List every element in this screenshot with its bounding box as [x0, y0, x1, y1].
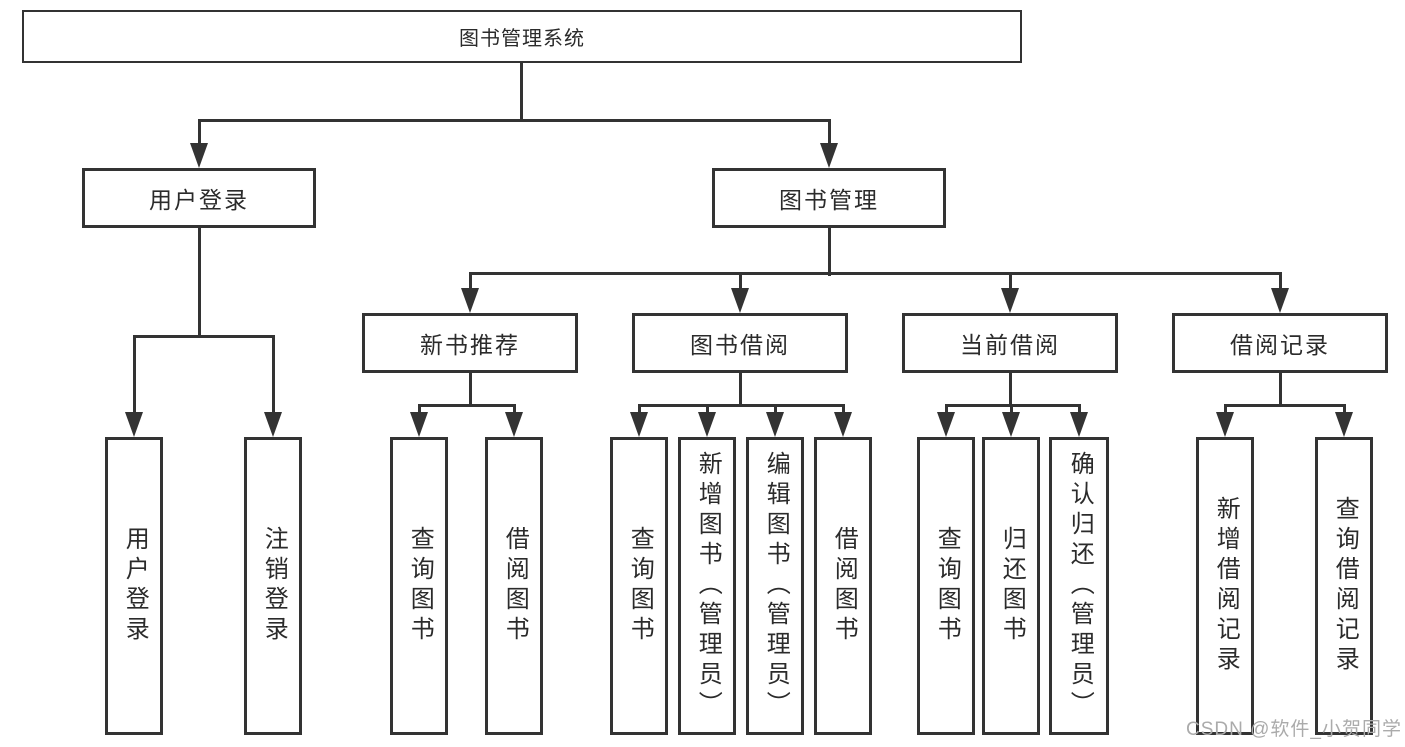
arrowhead-icon — [731, 288, 749, 313]
connector-stem — [945, 404, 948, 414]
arrowhead-icon — [1001, 288, 1019, 313]
connector-stem — [513, 404, 516, 414]
node-new-book-recommend-label: 新书推荐 — [420, 332, 520, 358]
arrowhead-icon — [505, 412, 523, 437]
arrowhead-icon — [410, 412, 428, 437]
node-current-borrowing: 当前借阅 — [902, 313, 1118, 373]
leaf-return-books: 归还图书 — [982, 437, 1040, 735]
arrowhead-icon — [698, 412, 716, 437]
arrowhead-icon — [937, 412, 955, 437]
leaf-confirm-return-admin: 确认归还（管理员） — [1049, 437, 1109, 735]
node-new-book-recommend: 新书推荐 — [362, 313, 578, 373]
connector-root-stem — [520, 63, 523, 119]
leaf-query-borrow-record-label: 查询借阅记录 — [1331, 496, 1359, 676]
connector-stem — [828, 228, 831, 276]
leaf-query-books-recommend-label: 查询图书 — [406, 526, 434, 646]
leaf-return-books-label: 归还图书 — [998, 526, 1026, 646]
node-library-system-label: 图书管理系统 — [459, 28, 585, 50]
arrowhead-icon — [1335, 412, 1353, 437]
arrowhead-icon — [766, 412, 784, 437]
node-book-borrowing: 图书借阅 — [632, 313, 848, 373]
arrowhead-icon — [834, 412, 852, 437]
connector-level2-bar — [198, 119, 831, 122]
node-book-management: 图书管理 — [712, 168, 946, 228]
arrowhead-icon — [1002, 412, 1020, 437]
connector-stem — [842, 404, 845, 414]
node-book-management-label: 图书管理 — [779, 187, 879, 213]
leaf-borrow-books: 借阅图书 — [814, 437, 872, 735]
connector-stem — [638, 404, 641, 414]
connector-stem — [198, 228, 201, 338]
arrowhead-icon — [125, 412, 143, 437]
connector-stem — [739, 272, 742, 290]
connector-user-login-bar — [133, 335, 275, 338]
leaf-user-login-label: 用户登录 — [121, 526, 149, 646]
connector-stem — [828, 119, 831, 149]
connector-stem — [1224, 404, 1227, 414]
node-book-borrowing-label: 图书借阅 — [690, 332, 790, 358]
leaf-logout: 注销登录 — [244, 437, 302, 735]
leaf-query-books-borrow: 查询图书 — [610, 437, 668, 735]
leaf-borrow-books-label: 借阅图书 — [830, 526, 858, 646]
connector-bar — [418, 404, 516, 407]
arrowhead-icon — [820, 143, 838, 168]
connector-stem — [198, 119, 201, 149]
leaf-logout-label: 注销登录 — [260, 526, 288, 646]
connector-stem — [1279, 272, 1282, 290]
leaf-add-books-admin-label: 新增图书（管理员） — [694, 451, 722, 721]
leaf-borrow-books-recommend: 借阅图书 — [485, 437, 543, 735]
arrowhead-icon — [264, 412, 282, 437]
connector-bar — [1224, 404, 1346, 407]
connector-stem — [774, 404, 777, 414]
leaf-edit-books-admin-label: 编辑图书（管理员） — [762, 451, 790, 721]
connector-stem — [469, 272, 472, 290]
arrowhead-icon — [630, 412, 648, 437]
connector-stem — [1009, 272, 1012, 290]
node-borrowing-records: 借阅记录 — [1172, 313, 1388, 373]
leaf-edit-books-admin: 编辑图书（管理员） — [746, 437, 804, 735]
leaf-add-borrow-record: 新增借阅记录 — [1196, 437, 1254, 735]
leaf-user-login: 用户登录 — [105, 437, 163, 735]
connector-stem — [739, 373, 742, 407]
connector-level3-bar — [469, 272, 1282, 275]
node-library-system: 图书管理系统 — [22, 10, 1022, 63]
connector-stem — [469, 373, 472, 407]
leaf-add-books-admin: 新增图书（管理员） — [678, 437, 736, 735]
leaf-add-borrow-record-label: 新增借阅记录 — [1212, 496, 1240, 676]
node-current-borrowing-label: 当前借阅 — [960, 332, 1060, 358]
arrowhead-icon — [1271, 288, 1289, 313]
leaf-query-books-borrow-label: 查询图书 — [626, 526, 654, 646]
connector-stem — [418, 404, 421, 414]
connector-stem — [1343, 404, 1346, 414]
connector-stem — [1010, 404, 1013, 414]
arrowhead-icon — [1216, 412, 1234, 437]
node-user-login: 用户登录 — [82, 168, 316, 228]
arrowhead-icon — [190, 143, 208, 168]
leaf-confirm-return-admin-label: 确认归还（管理员） — [1066, 451, 1094, 721]
watermark: CSDN @软件_小贺同学 — [1186, 719, 1402, 740]
connector-bar — [638, 404, 845, 407]
connector-stem — [706, 404, 709, 414]
leaf-query-books-current: 查询图书 — [917, 437, 975, 735]
connector-stem — [272, 335, 275, 413]
arrowhead-icon — [1070, 412, 1088, 437]
connector-stem — [1009, 373, 1012, 407]
connector-stem — [1279, 373, 1282, 407]
leaf-borrow-books-recommend-label: 借阅图书 — [501, 526, 529, 646]
leaf-query-borrow-record: 查询借阅记录 — [1315, 437, 1373, 735]
connector-stem — [133, 335, 136, 413]
arrowhead-icon — [461, 288, 479, 313]
leaf-query-books-current-label: 查询图书 — [933, 526, 961, 646]
node-borrowing-records-label: 借阅记录 — [1230, 332, 1330, 358]
node-user-login-label: 用户登录 — [149, 187, 249, 213]
connector-bar — [945, 404, 1081, 407]
leaf-query-books-recommend: 查询图书 — [390, 437, 448, 735]
connector-stem — [1078, 404, 1081, 414]
